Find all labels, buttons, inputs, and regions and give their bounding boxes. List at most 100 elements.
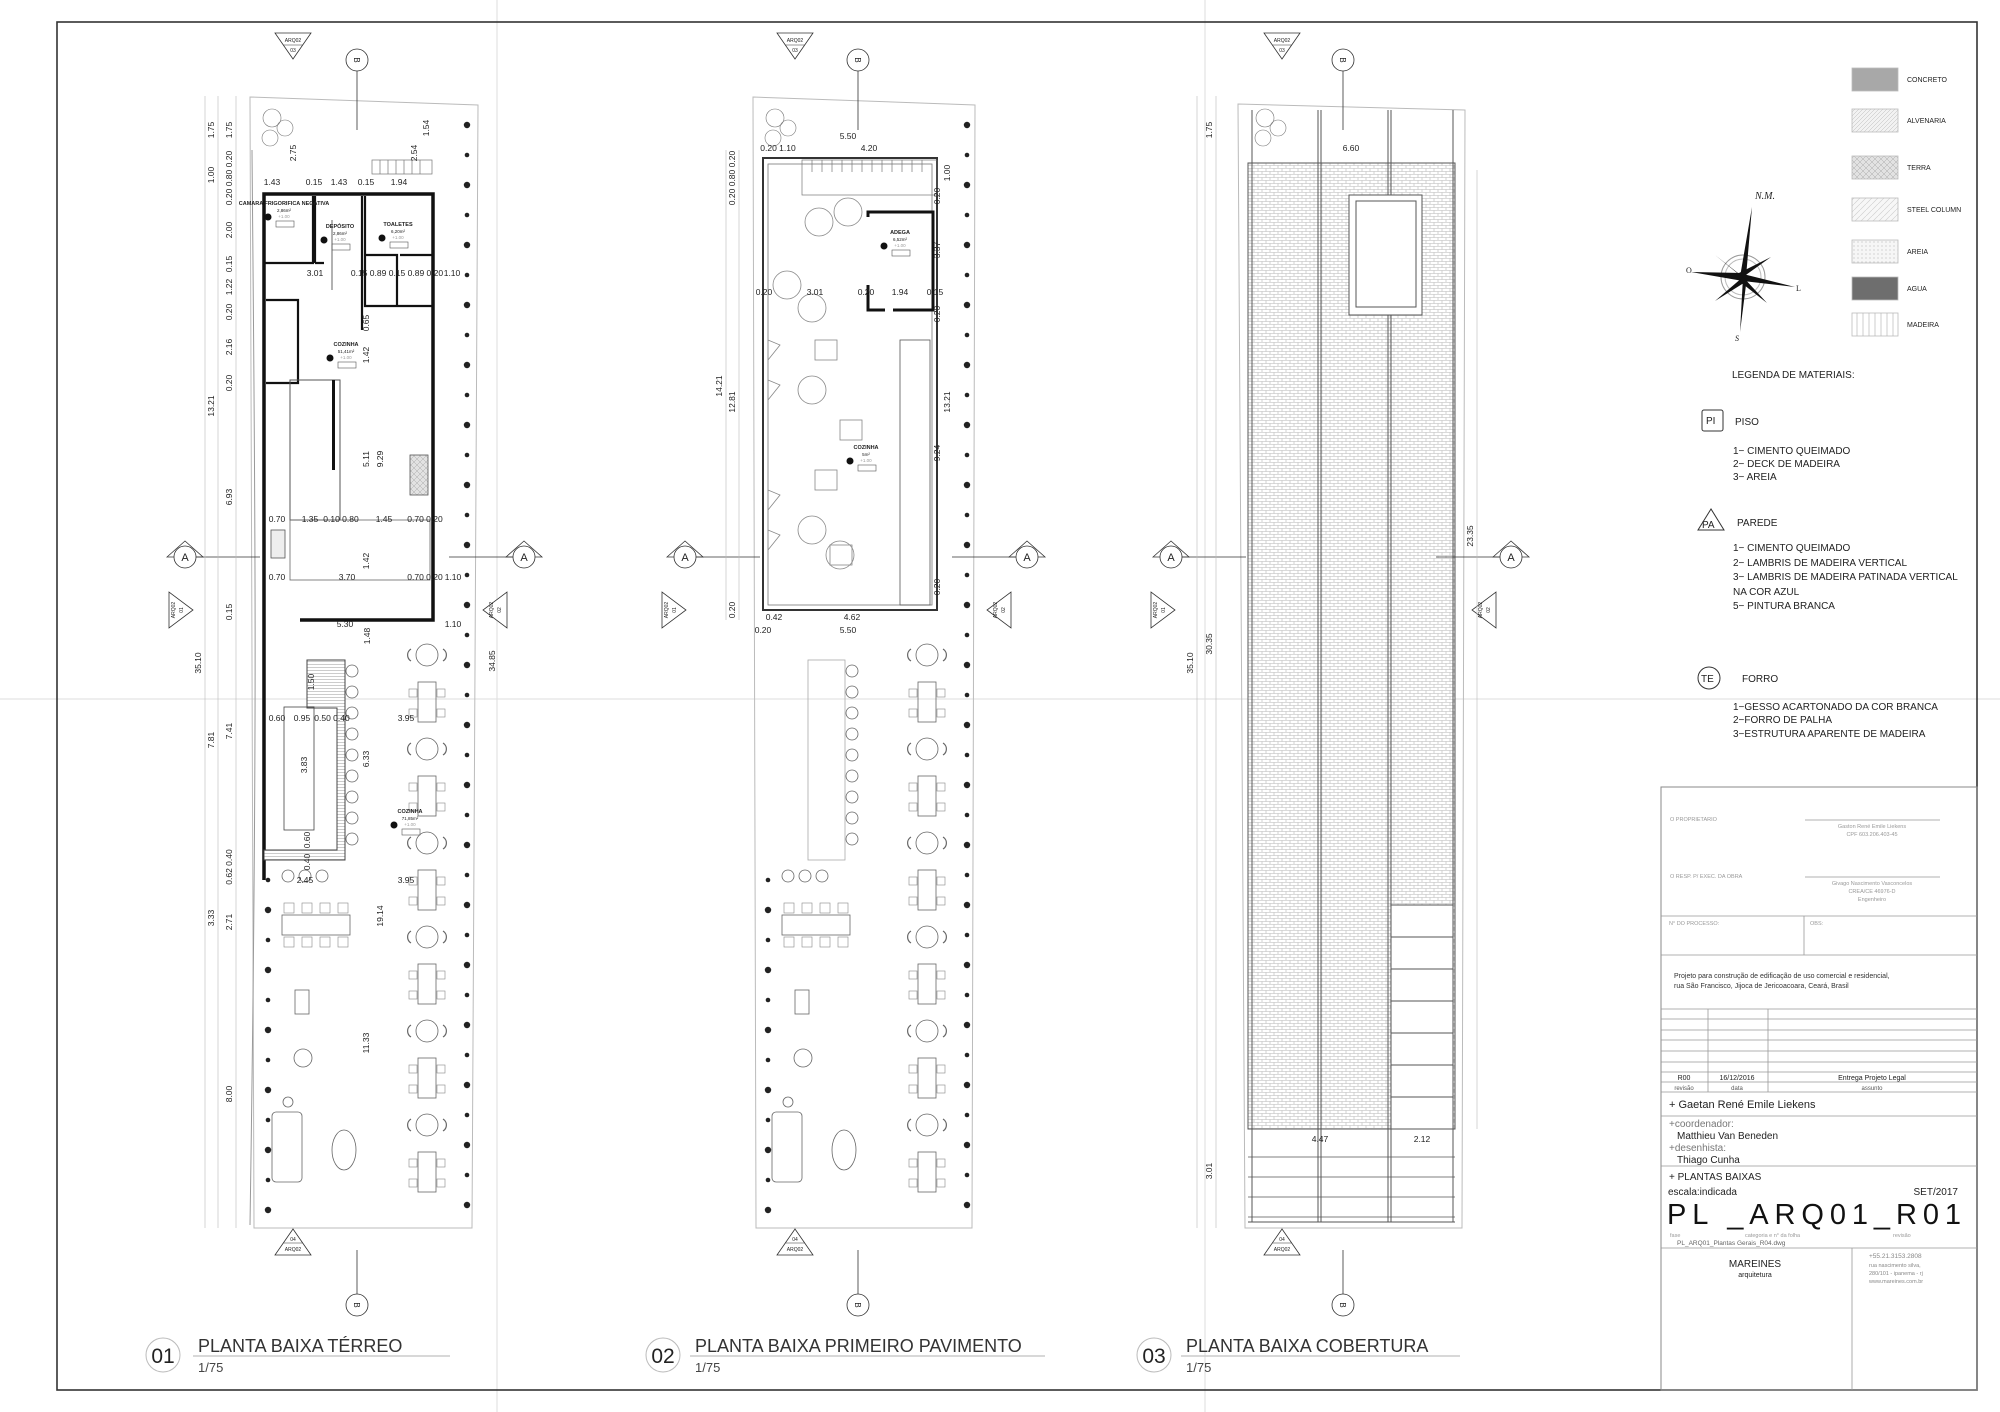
- rect-table: [917, 1057, 937, 1099]
- section-label: B: [1338, 57, 1347, 62]
- column-dot: [464, 152, 470, 158]
- column-dot: [464, 1172, 470, 1178]
- dimension-label: 0.10 0.80: [323, 514, 359, 524]
- dimension-label: 1.94: [892, 287, 909, 297]
- column-dot: [963, 181, 971, 189]
- ref-number: 01: [179, 607, 185, 613]
- drafter-label: +desenhista:: [1669, 1143, 1726, 1154]
- adega-walls: [866, 210, 935, 312]
- chair: [408, 782, 418, 792]
- room-name: COZINHA: [853, 445, 878, 451]
- material-swatch: [1851, 239, 1899, 264]
- room-area: 6,52m²: [893, 237, 908, 242]
- long-table: [781, 914, 851, 936]
- level-marker-icon: [846, 457, 854, 465]
- kitchen-counter: [289, 519, 431, 581]
- dimension-label: 1.43: [331, 177, 348, 187]
- dimension-label: 0.95: [294, 713, 311, 723]
- rect-table: [917, 963, 937, 1005]
- column-dot: [964, 752, 970, 758]
- section-label: B: [853, 1302, 862, 1307]
- dimension-label: 2.16: [224, 338, 234, 355]
- section-label: B: [352, 1302, 361, 1307]
- chair: [319, 902, 331, 914]
- chair: [837, 902, 849, 914]
- room-level: +1.00: [340, 355, 352, 360]
- legend-forro: TE FORRO 1−GESSO ACARTONADO DA COR BRANC…: [1697, 666, 1938, 740]
- file-name: PL_ARQ01_Plantas Gerais_R04.dwg: [1677, 1240, 1786, 1247]
- section-a-marker: A: [449, 540, 544, 569]
- column-dot: [964, 692, 970, 698]
- material-label: AREIA: [1907, 249, 1928, 256]
- ref-sheet: ARQ02: [787, 38, 804, 44]
- chair: [408, 990, 418, 1000]
- column-dot: [464, 992, 470, 998]
- column-dot: [963, 1021, 971, 1029]
- chair: [936, 708, 946, 718]
- rect-table: [294, 989, 310, 1015]
- room-area: 5m²: [862, 452, 870, 457]
- ref-number: 03: [1279, 48, 1285, 54]
- material-swatch: [1851, 155, 1899, 180]
- section-b-marker: B: [1331, 1250, 1355, 1317]
- parede-title: PAREDE: [1737, 518, 1778, 529]
- column-dot: [464, 572, 470, 578]
- round-table: [915, 831, 939, 855]
- column-dot: [265, 1117, 271, 1123]
- parede-code-triangle: [1697, 508, 1725, 531]
- column-dot: [765, 877, 771, 883]
- chair: [908, 802, 918, 812]
- dimension-label: 0.70: [269, 514, 286, 524]
- column-dot: [264, 966, 272, 974]
- section-label: A: [181, 552, 189, 564]
- chair: [837, 936, 849, 948]
- section-a-marker: A: [1151, 540, 1246, 569]
- plant-icon: [1254, 108, 1287, 147]
- sofa: [271, 1111, 303, 1183]
- dimension-label: 7.81: [206, 731, 216, 748]
- chair: [908, 708, 918, 718]
- roof-stairs: [1248, 904, 1455, 1223]
- column-dot: [264, 1086, 272, 1094]
- round-table: [415, 1019, 439, 1043]
- dimension-label: 1.10: [445, 619, 462, 629]
- chair: [319, 936, 331, 948]
- exterior-walls: [262, 192, 435, 880]
- column-dot: [964, 512, 970, 518]
- dimension-label: 14.21: [714, 375, 724, 397]
- chair: [907, 648, 947, 662]
- dimension-label: 23.35: [1465, 525, 1475, 547]
- plan-title-text: PLANTA BAIXA PRIMEIRO PAVIMENTO: [695, 1336, 1022, 1356]
- bar-stool: [281, 869, 295, 883]
- resp-crea: CREA/CE 46976-D: [1848, 889, 1895, 895]
- ref-sheet: ARQ02: [1153, 602, 1159, 619]
- lounge-furniture: [767, 197, 863, 570]
- material-label: ALVENARIA: [1907, 118, 1946, 125]
- bar-stool: [845, 748, 859, 762]
- column-dot: [964, 932, 970, 938]
- material-swatch: [1851, 312, 1899, 337]
- legend-piso: PI PISO 1− CIMENTO QUEIMADO 2− DECK DE M…: [1701, 409, 1851, 483]
- column-dot: [964, 152, 970, 158]
- column-dot: [964, 1052, 970, 1058]
- column-dot: [264, 1026, 272, 1034]
- dimension-label: 35.10: [193, 652, 203, 674]
- bar-stool: [315, 869, 329, 883]
- rect-table: [417, 775, 437, 817]
- dimension-label: 1.43: [264, 177, 281, 187]
- column-dot: [463, 1081, 471, 1089]
- dimension-label: 0.20: [224, 303, 234, 320]
- chair: [819, 936, 831, 948]
- dimension-label: 2.54: [409, 144, 419, 161]
- column-dot: [963, 361, 971, 369]
- bar-stool: [845, 664, 859, 678]
- plant-icon: [261, 108, 294, 147]
- column-dot: [464, 632, 470, 638]
- column-dot: [265, 997, 271, 1003]
- dimension-label: 1.48: [362, 627, 372, 644]
